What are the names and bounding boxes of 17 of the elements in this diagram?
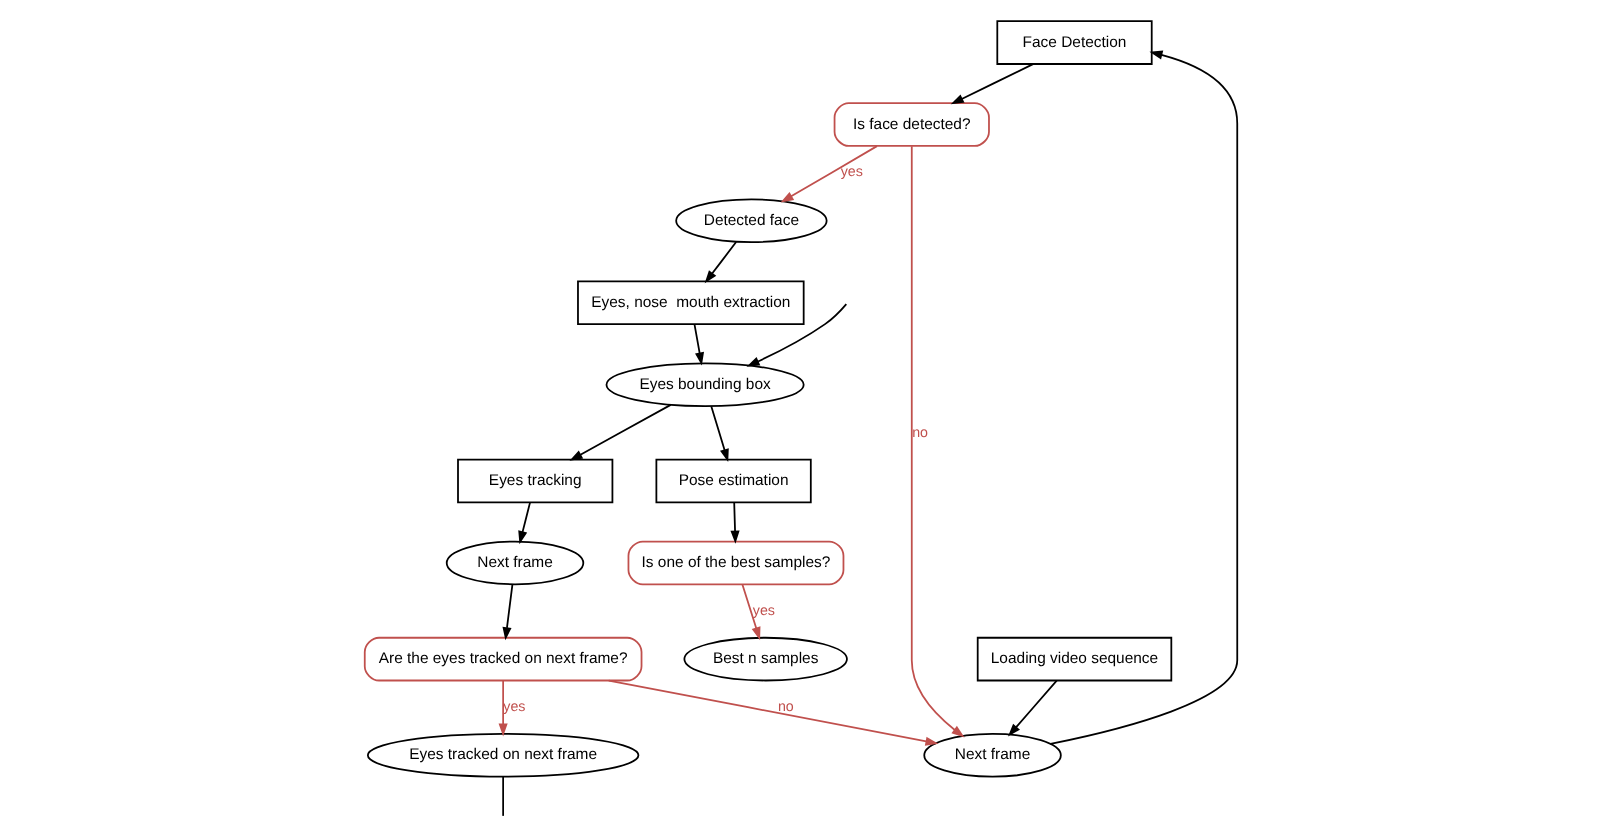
- arrow: [1049, 50, 1239, 745]
- arrow: [693, 323, 705, 366]
- arrow: [498, 679, 508, 737]
- arrow: [950, 63, 1034, 105]
- arrow: [910, 145, 965, 738]
- arrow: [518, 501, 531, 545]
- connector: [502, 776, 505, 817]
- arrow: [746, 303, 848, 367]
- arrow: [730, 501, 740, 544]
- arrow: [1007, 679, 1058, 737]
- arrow: [780, 145, 878, 203]
- arrow: [502, 583, 514, 641]
- arrow: [704, 241, 737, 284]
- arrow: [607, 679, 939, 746]
- arrow: [741, 583, 761, 641]
- arrow: [710, 405, 729, 462]
- arrow: [569, 404, 672, 461]
